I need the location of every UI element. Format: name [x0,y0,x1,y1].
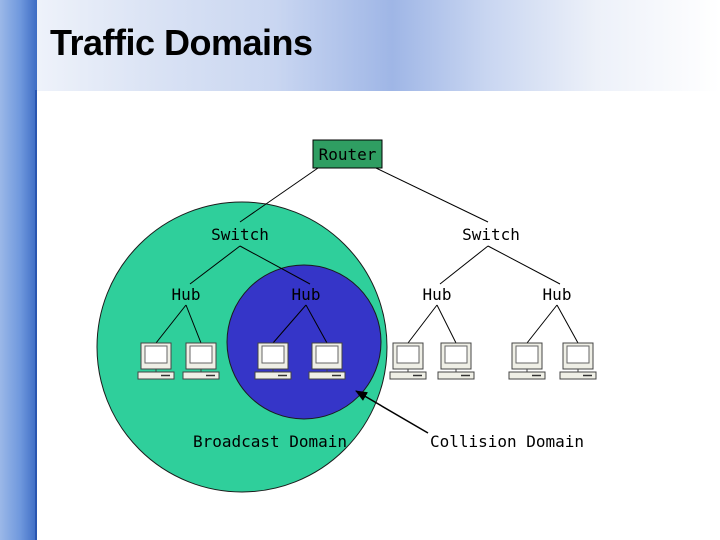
link-hub1-pc-2 [185,304,202,344]
desktop-computer-icon [308,342,346,380]
link-switch1-hub-1 [189,245,241,285]
hub-label-1: Hub [172,285,201,304]
router-node: Router [312,139,383,169]
desktop-computer-icon [182,342,220,380]
router-box [312,139,383,169]
title-band [37,0,720,91]
desktop-computer-icon [508,342,546,380]
desktop-computer-icon [137,342,175,380]
hub-label-3: Hub [423,285,452,304]
collision-domain-circle [226,264,382,420]
link-switch2-hub-3 [439,245,489,285]
network-links [155,167,579,344]
arrow-icon [355,390,429,434]
link-hub2-pc-4 [305,304,328,344]
left-accent-bar-edge [35,90,37,540]
switch-label-2: Switch [462,225,520,244]
broadcast-domain-caption: Broadcast Domain [193,432,347,451]
collision-domain-caption: Collision Domain [430,432,584,451]
link-router-switch-2 [375,167,489,223]
desktop-computer-icon [437,342,475,380]
slide-title: Traffic Domains [50,22,313,63]
desktop-computer-icon [559,342,597,380]
link-hub2-pc-3 [272,304,307,344]
left-accent-bar [0,0,37,540]
desktop-computer-icon [254,342,292,380]
hub-label-2: Hub [292,285,321,304]
link-hub1-pc-1 [155,304,187,344]
link-hub3-pc-6 [436,304,457,344]
switch-label-1: Switch [211,225,269,244]
router-label: Router [319,145,377,164]
hub-label-4: Hub [543,285,572,304]
desktop-computer-icon [389,342,427,380]
link-hub3-pc-5 [407,304,438,344]
link-switch2-hub-4 [487,245,561,285]
link-switch1-hub-2 [239,245,311,285]
link-router-switch-1 [239,167,319,223]
link-hub4-pc-8 [556,304,579,344]
link-hub4-pc-7 [526,304,558,344]
